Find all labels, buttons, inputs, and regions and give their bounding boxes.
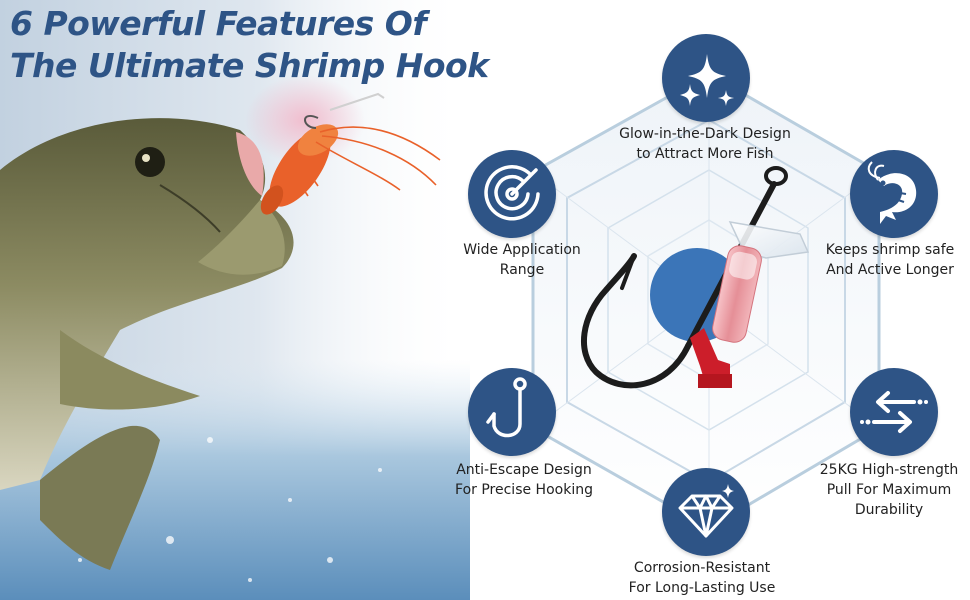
sparkle-icon xyxy=(680,54,734,106)
feature-anti-escape-circle xyxy=(468,368,556,456)
hook-icon xyxy=(486,377,527,438)
feature-corrosion-label: Corrosion-Resistant For Long-Lasting Use xyxy=(628,560,776,596)
feature-shrimp-label: Keeps shrimp safe And Active Longer xyxy=(825,242,955,278)
shrimp-hook-product xyxy=(581,166,810,389)
feature-shrimp-circle xyxy=(850,150,938,238)
diamond-icon xyxy=(678,484,734,538)
feature-glow-circle xyxy=(662,34,750,122)
target-icon xyxy=(484,165,540,221)
feature-application-circle xyxy=(468,150,556,238)
feature-strength-label: 25KG High-strength Pull For Maximum Dura… xyxy=(819,462,959,518)
headline-line-2: The Ultimate Shrimp Hook xyxy=(10,46,489,85)
arrows-icon xyxy=(860,391,928,433)
headline-line-1: 6 Powerful Features Of xyxy=(10,4,427,43)
feature-application-label: Wide Application Range xyxy=(463,242,581,278)
feature-corrosion-circle xyxy=(662,468,750,556)
feature-glow-label: Glow-in-the-Dark Design to Attract More … xyxy=(619,126,791,162)
shrimp-icon xyxy=(867,161,917,224)
feature-strength-circle xyxy=(850,368,938,456)
feature-anti-escape-label: Anti-Escape Design For Precise Hooking xyxy=(455,462,593,498)
bass-fish-photo xyxy=(0,0,470,600)
